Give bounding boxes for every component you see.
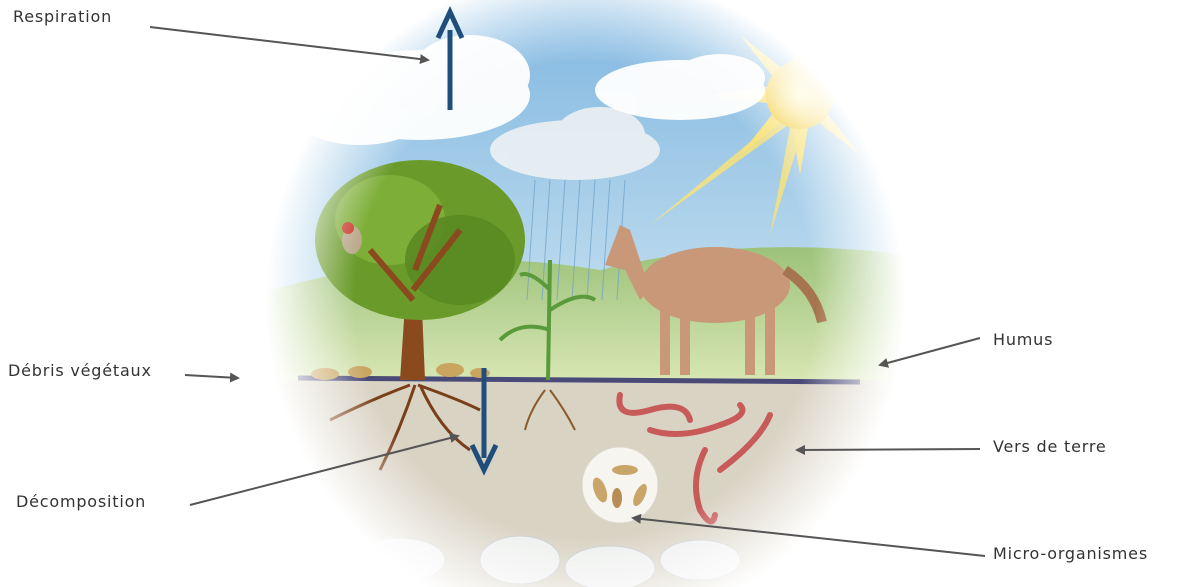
label-respiration: Respiration: [13, 7, 112, 26]
label-debris: Débris végétaux: [8, 361, 152, 380]
label-micro: Micro-organismes: [993, 544, 1148, 563]
micro-organisms-bubble: [582, 447, 658, 523]
label-vers: Vers de terre: [993, 437, 1107, 456]
pointer-vers: [797, 449, 980, 450]
label-decomposition: Décomposition: [16, 492, 146, 511]
pointer-debris: [185, 375, 238, 378]
label-humus: Humus: [993, 330, 1053, 349]
